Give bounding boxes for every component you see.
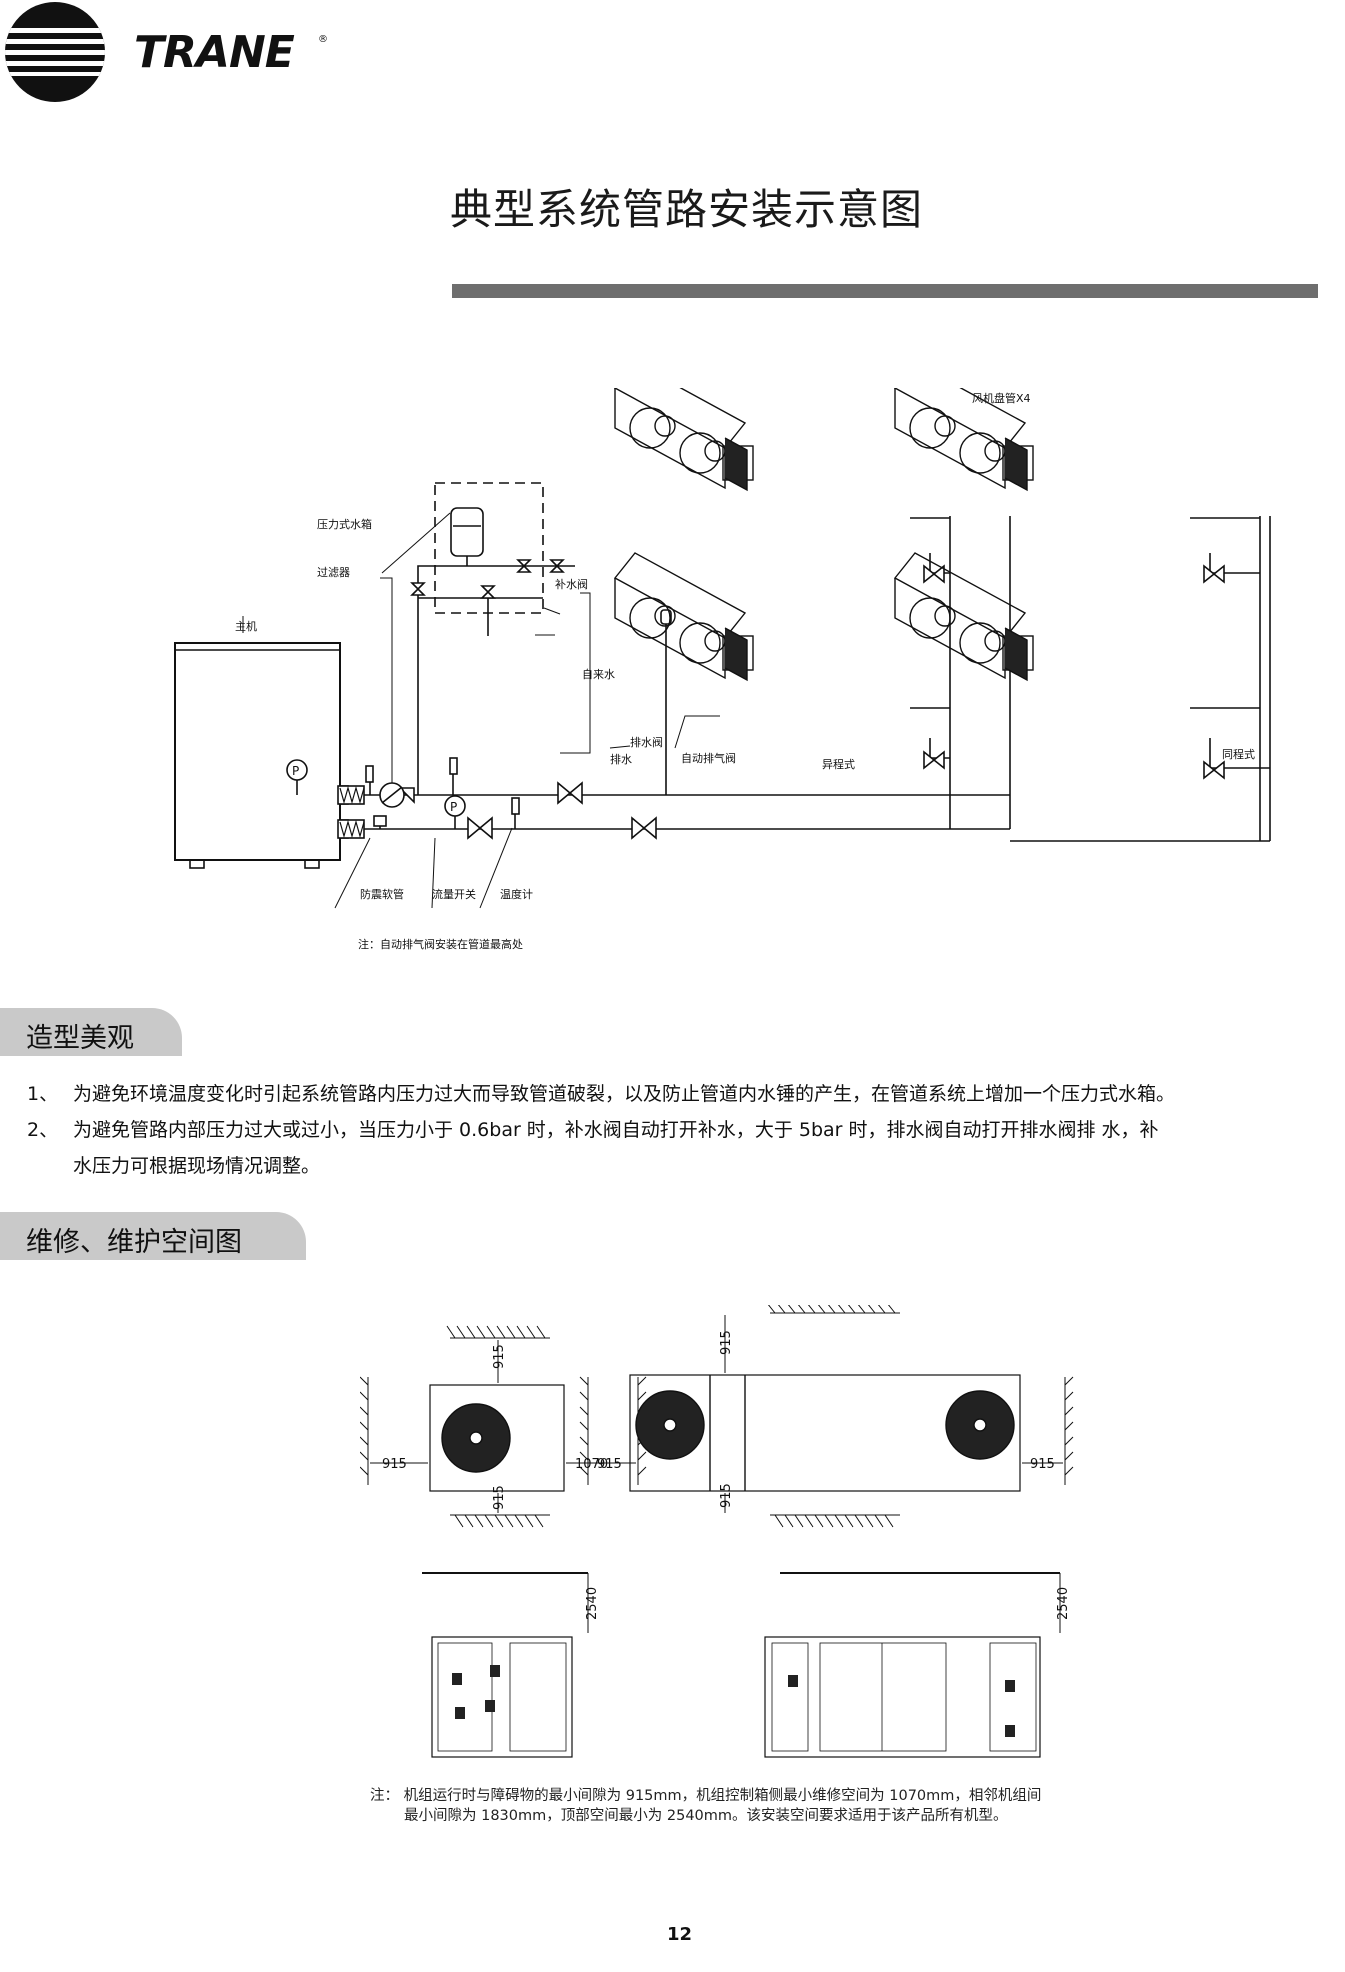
svg-text:防震软管: 防震软管 xyxy=(360,887,404,901)
svg-text:补水阀: 补水阀 xyxy=(555,577,588,591)
svg-text:®: ® xyxy=(318,34,328,45)
svg-text:915: 915 xyxy=(597,1457,622,1472)
svg-text:915: 915 xyxy=(719,1330,734,1355)
svg-text:915: 915 xyxy=(492,1344,507,1369)
svg-text:915: 915 xyxy=(492,1485,507,1510)
svg-text:TRANE: TRANE xyxy=(134,27,295,78)
valves xyxy=(399,564,1225,840)
svg-text:排水阀: 排水阀 xyxy=(630,735,663,749)
trane-logo: TRANE ® xyxy=(5,2,328,102)
page-number: 12 xyxy=(667,1924,693,1945)
svg-text:温度计: 温度计 xyxy=(500,887,533,901)
svg-text:1070: 1070 xyxy=(575,1457,608,1472)
svg-text:风机盘管X4: 风机盘管X4 xyxy=(972,391,1031,405)
svg-text:915: 915 xyxy=(719,1483,734,1508)
svg-text:2540: 2540 xyxy=(1056,1587,1071,1620)
title-rule xyxy=(452,284,1318,298)
svg-text:排水: 排水 xyxy=(610,752,632,766)
piping-diagram: P P xyxy=(174,388,1271,951)
fan-coil-units xyxy=(613,388,1034,682)
clearance-diagram: 915 915 915 1070 915 915 915 915 2540 25… xyxy=(360,1305,1074,1758)
svg-text:主机: 主机 xyxy=(235,619,257,633)
svg-text:压力式水箱: 压力式水箱 xyxy=(317,517,372,531)
host-unit xyxy=(174,642,349,869)
svg-text:915: 915 xyxy=(382,1457,407,1472)
svg-text:P: P xyxy=(450,800,457,814)
section-heading-maintenance-space: 维修、维护空间图 xyxy=(0,1212,306,1260)
list-item-text: 为避免环境温度变化时引起系统管路内压力过大而导致管道破裂，以及防止管道内水锤的产… xyxy=(73,1083,1176,1105)
svg-text:自来水: 自来水 xyxy=(582,668,615,681)
clearance-note: 最小间隙为 1830mm，顶部空间最小为 2540mm。该安装空间要求适用于该产… xyxy=(404,1808,1008,1824)
list-item-text: 为避免管路内部压力过大或过小，当压力小于 0.6bar 时，补水阀自动打开补水，… xyxy=(73,1119,1159,1141)
svg-text:P: P xyxy=(292,764,299,778)
svg-text:异程式: 异程式 xyxy=(822,758,855,771)
svg-text:同程式: 同程式 xyxy=(1222,748,1255,761)
page-title: 典型系统管路安装示意图 xyxy=(450,185,924,234)
list-number: 2、 xyxy=(27,1119,59,1141)
svg-text:注：自动排气阀安装在管道最高处: 注：自动排气阀安装在管道最高处 xyxy=(358,937,523,951)
svg-text:过滤器: 过滤器 xyxy=(317,566,350,579)
svg-text:915: 915 xyxy=(1030,1457,1055,1472)
clearance-note: 注： 机组运行时与障碍物的最小间隙为 915mm，机组控制箱侧最小维修空间为 1… xyxy=(370,1788,1042,1804)
list-number: 1、 xyxy=(27,1083,59,1105)
svg-text:2540: 2540 xyxy=(585,1587,600,1620)
section-heading-appearance: 造型美观 xyxy=(0,1008,182,1056)
list-item-text: 水压力可根据现场情况调整。 xyxy=(73,1155,321,1177)
svg-text:流量开关: 流量开关 xyxy=(432,887,476,901)
svg-text:自动排气阀: 自动排气阀 xyxy=(681,751,736,765)
